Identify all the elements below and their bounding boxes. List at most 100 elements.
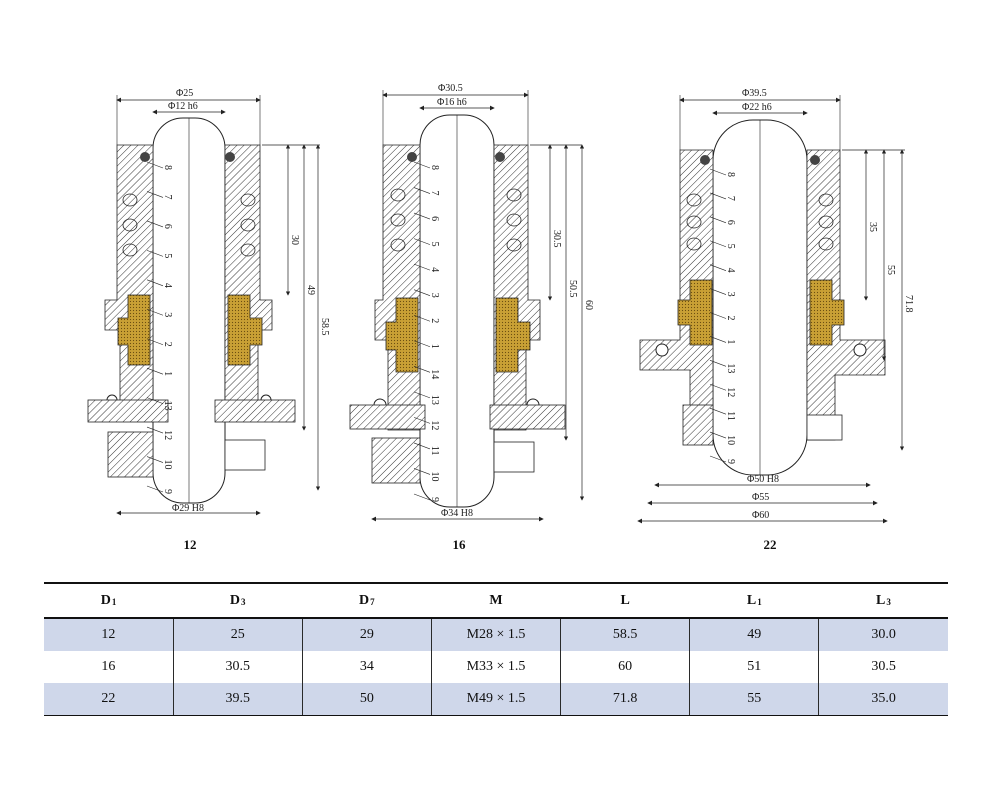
table-cell: 50 xyxy=(301,683,432,716)
part-leader xyxy=(709,360,727,367)
table-cell: 55 xyxy=(689,683,819,716)
caption-12: 12 xyxy=(184,537,197,552)
column-header: L1 xyxy=(689,582,819,619)
part-number: 10 xyxy=(162,460,173,470)
part-leader xyxy=(146,161,164,169)
part-leader xyxy=(146,367,164,375)
table-cell: 22 xyxy=(44,683,174,716)
part-number: 3 xyxy=(429,293,440,298)
part-number: 7 xyxy=(725,196,736,201)
part-number: 3 xyxy=(162,312,173,317)
part-leader xyxy=(146,397,164,404)
part-leader xyxy=(709,288,727,295)
part-leader xyxy=(146,426,164,434)
part-number: 10 xyxy=(725,435,736,445)
part-number: 5 xyxy=(429,242,440,247)
part-leader xyxy=(709,264,727,271)
part-number: 9 xyxy=(162,489,173,494)
part-leader xyxy=(709,383,727,391)
part-number: 4 xyxy=(162,283,173,288)
dim-r1-16: 30.5 xyxy=(551,230,562,248)
part-number: 12 xyxy=(725,387,736,397)
table-cell: 51 xyxy=(689,651,819,683)
column-header-main: L xyxy=(876,592,886,608)
part-leader xyxy=(146,250,164,257)
part-leader xyxy=(413,417,431,424)
part-leader xyxy=(709,407,727,415)
drawing-16: Φ30.5 Φ16 h6 Φ34 H8 30.5 50.5 6 xyxy=(349,83,594,552)
dim-outer-12: Φ25 xyxy=(176,88,193,99)
part-leader xyxy=(146,485,164,493)
part-number: 2 xyxy=(725,316,736,321)
part-leader xyxy=(146,220,164,228)
part-leader xyxy=(709,431,727,439)
part-number: 2 xyxy=(162,342,173,347)
table-cell: 71.8 xyxy=(560,683,690,716)
table-cell: 12 xyxy=(44,618,174,651)
table-cell: 16 xyxy=(101,659,116,674)
caption-22: 22 xyxy=(764,537,777,552)
part-number: 6 xyxy=(725,220,736,225)
table-cell: 39.5 xyxy=(172,683,303,716)
dim-inner-16: Φ16 h6 xyxy=(437,97,467,108)
column-header: D1 xyxy=(44,582,174,619)
dim-inner-12: Φ12 h6 xyxy=(168,101,198,112)
part-number: 13 xyxy=(725,363,736,373)
part-number: 6 xyxy=(429,216,440,221)
seal-drawings: Φ25 Φ12 h6 Φ29 H8 xyxy=(87,83,914,552)
column-header-sub: 1 xyxy=(111,596,117,607)
part-leader xyxy=(413,161,431,169)
part-number: 9 xyxy=(429,497,440,502)
part-number: 1 xyxy=(429,344,440,349)
part-leader xyxy=(146,308,164,316)
part-leader xyxy=(146,279,164,287)
table-cell: M49 × 1.5 xyxy=(430,683,561,716)
dim-bottom-12: Φ29 H8 xyxy=(172,503,204,514)
part-number: 8 xyxy=(162,165,173,170)
part-leader xyxy=(413,442,431,450)
column-header-sub: 3 xyxy=(241,596,246,607)
column-header: M xyxy=(431,582,561,619)
part-leader xyxy=(413,212,431,220)
part-number: 1 xyxy=(162,371,173,376)
dim-r1-22: 35 xyxy=(867,222,878,232)
column-header-main: L xyxy=(620,592,630,608)
part-leader xyxy=(413,366,431,373)
part-leader xyxy=(146,456,164,463)
table-cell: 25 xyxy=(172,618,303,651)
part-number: 2 xyxy=(429,318,440,323)
part-leader xyxy=(709,216,727,224)
part-number: 13 xyxy=(429,395,440,405)
part-number: 12 xyxy=(429,420,440,430)
drawing-22: Φ39.5 Φ22 h6 Φ50 H8 Φ55 Φ60 35 xyxy=(637,88,914,552)
part-number: 3 xyxy=(725,292,736,297)
table-cell: 60 xyxy=(560,651,690,683)
part-leader xyxy=(146,338,164,346)
part-number: 9 xyxy=(725,459,736,464)
dim-r3-12: 58.5 xyxy=(319,318,330,336)
part-leader xyxy=(413,391,431,399)
dim-outer-16: Φ30.5 xyxy=(438,83,463,94)
part-number: 4 xyxy=(725,268,736,273)
part-leader xyxy=(709,312,727,319)
part-leader xyxy=(709,240,727,248)
part-leader xyxy=(709,168,727,176)
dim-bottom2-22: Φ55 xyxy=(752,492,769,503)
part-leader xyxy=(413,340,431,348)
part-number: 7 xyxy=(162,194,173,199)
column-header-main: M xyxy=(489,592,503,608)
part-number: 5 xyxy=(725,244,736,249)
part-leader xyxy=(709,455,727,463)
part-leader xyxy=(413,493,431,501)
column-header-main: D xyxy=(100,592,111,608)
table-cell: 29 xyxy=(301,618,432,651)
part-leader xyxy=(413,238,431,245)
table-cell: 58.5 xyxy=(560,618,690,651)
part-number: 6 xyxy=(162,224,173,229)
part-leader xyxy=(413,263,431,271)
table-cell: M28 × 1.5 xyxy=(430,618,561,651)
part-number: 7 xyxy=(429,191,440,196)
table-cell: M33 × 1.5 xyxy=(430,651,561,683)
